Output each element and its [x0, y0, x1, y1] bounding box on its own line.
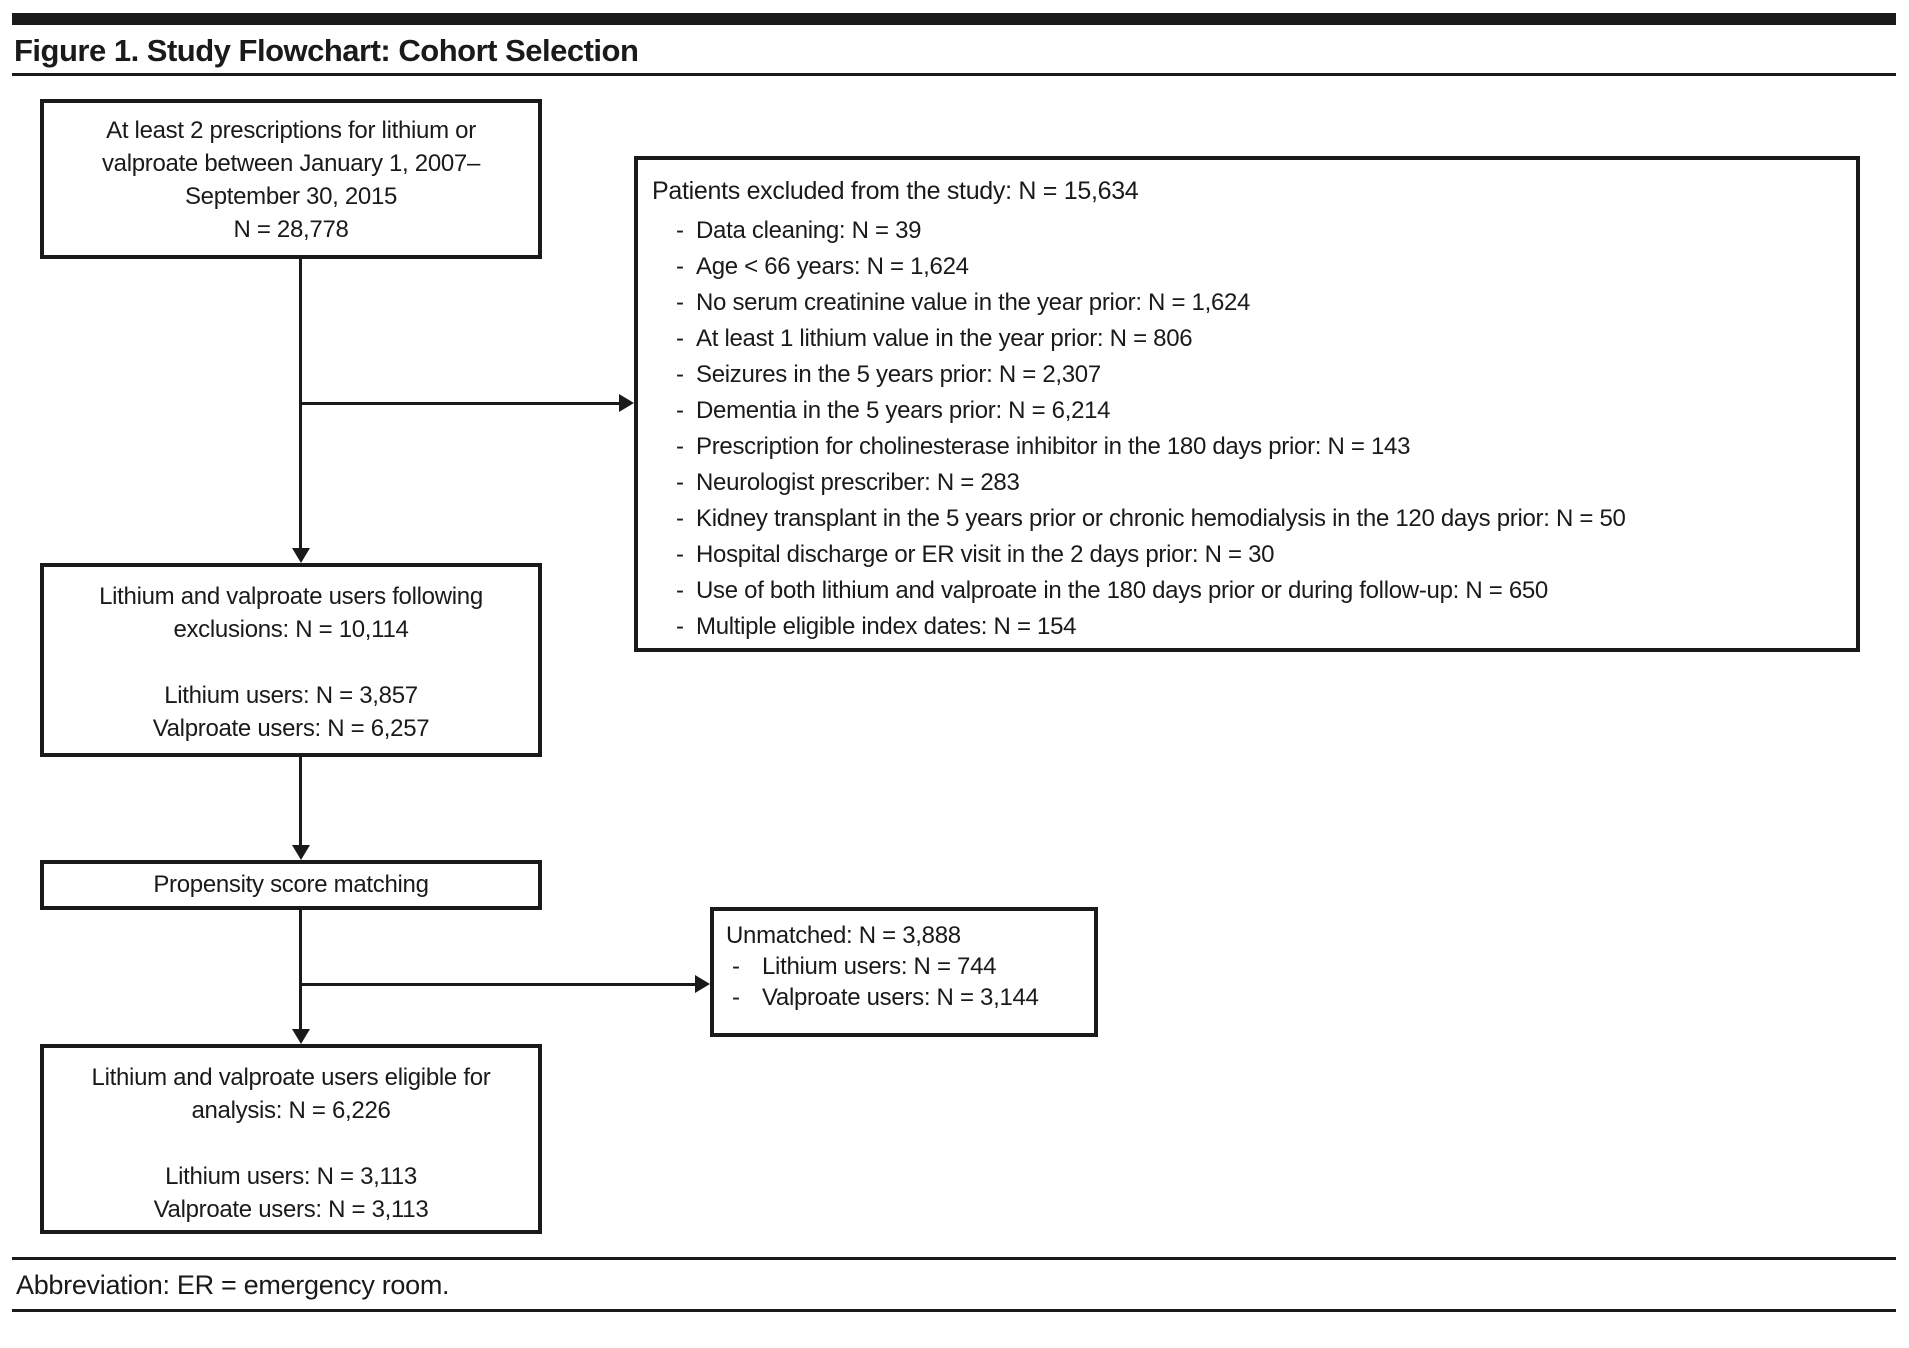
exclusions-list: - Data cleaning: N = 39 - Age < 66 years…	[652, 213, 1842, 645]
connector-branch-to-unmatched	[300, 983, 696, 986]
arrowhead-into-final	[292, 1029, 310, 1044]
dash-bullet: -	[732, 984, 740, 1011]
dash-bullet: -	[676, 577, 684, 604]
unmatched-header: Unmatched: N = 3,888	[726, 922, 961, 949]
dash-bullet: -	[676, 289, 684, 316]
footer-bottom-rule	[12, 1309, 1896, 1312]
dash-bullet: -	[676, 469, 684, 496]
dash-bullet: -	[676, 541, 684, 568]
box-unmatched: Unmatched: N = 3,888 - Lithium users: N …	[710, 907, 1098, 1037]
box-final-line: analysis: N = 6,226	[191, 1097, 391, 1124]
dash-bullet: -	[676, 325, 684, 352]
exclusion-item: - Prescription for cholinesterase inhibi…	[652, 429, 1842, 465]
top-thick-rule	[12, 13, 1896, 25]
exclusion-item: - Data cleaning: N = 39	[652, 213, 1842, 249]
exclusions-header: Patients excluded from the study: N = 15…	[652, 177, 1139, 205]
exclusion-item: - Multiple eligible index dates: N = 154	[652, 609, 1842, 645]
box-initial-line: N = 28,778	[233, 216, 349, 243]
box-initial-line: September 30, 2015	[184, 183, 398, 210]
exclusion-item: - At least 1 lithium value in the year p…	[652, 321, 1842, 357]
box-after-exclusions-line	[44, 646, 538, 679]
exclusion-item: - Kidney transplant in the 5 years prior…	[652, 501, 1842, 537]
dash-bullet: -	[732, 953, 740, 980]
box-after-exclusions-line: Lithium users: N = 3,857	[164, 682, 418, 709]
dash-bullet: -	[676, 361, 684, 388]
abbreviation-note: Abbreviation: ER = emergency room.	[16, 1270, 450, 1300]
box-after-exclusions-line: Valproate users: N = 6,257	[152, 715, 430, 742]
exclusion-item: - Dementia in the 5 years prior: N = 6,2…	[652, 393, 1842, 429]
arrowhead-into-matching	[292, 845, 310, 860]
exclusion-item: - Use of both lithium and valproate in t…	[652, 573, 1842, 609]
arrowhead-into-exclusions	[619, 394, 634, 412]
exclusion-item: - Age < 66 years: N = 1,624	[652, 249, 1842, 285]
unmatched-item: - Valproate users: N = 3,144	[726, 982, 1084, 1013]
box-final-analysis: Lithium and valproate users eligible for…	[40, 1044, 542, 1234]
exclusion-item: - Neurologist prescriber: N = 283	[652, 465, 1842, 501]
arrowhead-into-unmatched	[695, 975, 710, 993]
dash-bullet: -	[676, 397, 684, 424]
box-final-line	[44, 1127, 538, 1160]
box-initial-line: valproate between January 1, 2007–	[101, 150, 481, 177]
box-final-line: Lithium users: N = 3,113	[165, 1163, 417, 1190]
connector-branch-to-exclusions	[300, 402, 620, 405]
dash-bullet: -	[676, 253, 684, 280]
title-underline-rule	[12, 73, 1896, 76]
box-initial-line: At least 2 prescriptions for lithium or	[106, 117, 476, 144]
exclusion-item: - Hospital discharge or ER visit in the …	[652, 537, 1842, 573]
figure-title: Figure 1. Study Flowchart: Cohort Select…	[14, 33, 639, 68]
connector-matching-to-final	[299, 910, 302, 1032]
dash-bullet: -	[676, 613, 684, 640]
dash-bullet: -	[676, 433, 684, 460]
box-final-line: Valproate users: N = 3,113	[153, 1196, 429, 1223]
box-after-exclusions-line: Lithium and valproate users following	[99, 583, 483, 610]
footer-top-rule	[12, 1257, 1896, 1260]
box-propensity-matching: Propensity score matching	[40, 860, 542, 910]
exclusion-item: - No serum creatinine value in the year …	[652, 285, 1842, 321]
connector-box2-to-matching	[299, 757, 302, 847]
dash-bullet: -	[676, 505, 684, 532]
box-initial-cohort: At least 2 prescriptions for lithium or …	[40, 99, 542, 259]
unmatched-item: - Lithium users: N = 744	[726, 951, 1084, 982]
dash-bullet: -	[676, 217, 684, 244]
box-after-exclusions-line: exclusions: N = 10,114	[173, 616, 409, 643]
box-propensity-matching-label: Propensity score matching	[153, 871, 429, 898]
arrowhead-into-box2	[292, 548, 310, 563]
box-final-line: Lithium and valproate users eligible for	[91, 1064, 491, 1091]
connector-box1-to-box2	[299, 259, 302, 551]
box-after-exclusions: Lithium and valproate users following ex…	[40, 563, 542, 757]
exclusion-item: - Seizures in the 5 years prior: N = 2,3…	[652, 357, 1842, 393]
box-exclusions: Patients excluded from the study: N = 15…	[634, 156, 1860, 652]
